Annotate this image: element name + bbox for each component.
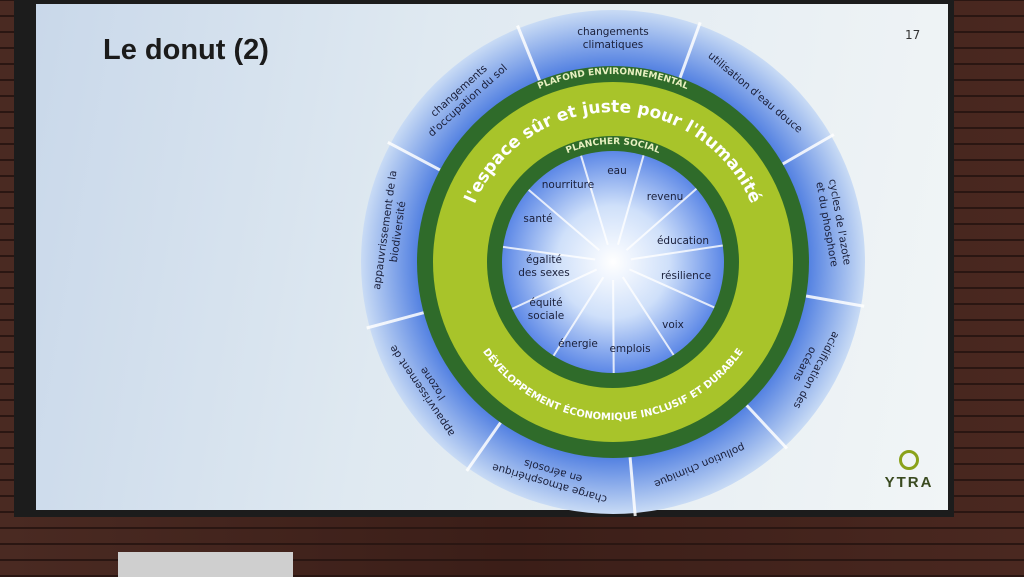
social-divider	[511, 268, 598, 310]
slide-title: Le donut (2)	[103, 34, 269, 66]
page-number: 17	[905, 28, 921, 42]
label-line: climatiques	[583, 39, 644, 51]
ytra-logo: YTRA	[884, 450, 934, 491]
social-foundation-label: eau	[607, 165, 627, 177]
label-line: voix	[662, 319, 684, 331]
label-line: santé	[523, 213, 552, 225]
social-divider	[629, 268, 715, 309]
social-divider	[621, 276, 675, 356]
label-line: éducation	[657, 235, 709, 247]
social-divider	[580, 155, 609, 246]
sector-divider	[745, 404, 789, 450]
label-line: emplois	[609, 343, 650, 355]
social-divider	[612, 279, 615, 374]
sector-divider	[678, 21, 702, 79]
label-line: égalité	[526, 254, 562, 266]
logo-ring-icon	[899, 450, 919, 470]
label-line: des sexes	[518, 267, 570, 279]
label-line: nourriture	[542, 179, 594, 191]
social-foundation-label: énergie	[558, 338, 598, 350]
sector-divider	[516, 25, 541, 81]
social-foundation-label: éducation	[657, 235, 709, 247]
sector-divider	[805, 294, 865, 308]
social-foundation-area	[502, 151, 724, 373]
label-line: résilience	[661, 270, 711, 282]
sector-divider	[781, 133, 835, 166]
sector-divider	[366, 311, 425, 330]
label-line: équité	[529, 297, 562, 309]
social-foundation-label: nourriture	[542, 179, 594, 191]
label-line: eau	[607, 165, 627, 177]
social-foundation-label: revenu	[647, 191, 684, 203]
social-foundation-label: emplois	[609, 343, 650, 355]
sector-divider	[628, 457, 637, 517]
social-foundation-label: santé	[523, 213, 552, 225]
label-line: sociale	[528, 310, 564, 322]
social-divider	[528, 189, 600, 252]
label-line: changements	[577, 26, 649, 38]
sector-divider	[387, 140, 441, 172]
label-line: revenu	[647, 191, 684, 203]
label-line: énergie	[558, 338, 598, 350]
foreground-object	[118, 552, 293, 577]
social-divider	[617, 155, 645, 245]
social-divider	[502, 245, 596, 261]
social-divider	[625, 188, 698, 251]
social-foundation-label: voix	[662, 319, 684, 331]
social-foundation-label: résilience	[661, 270, 711, 282]
sector-divider	[465, 421, 502, 472]
social-divider	[552, 276, 605, 357]
social-divider	[630, 244, 723, 261]
